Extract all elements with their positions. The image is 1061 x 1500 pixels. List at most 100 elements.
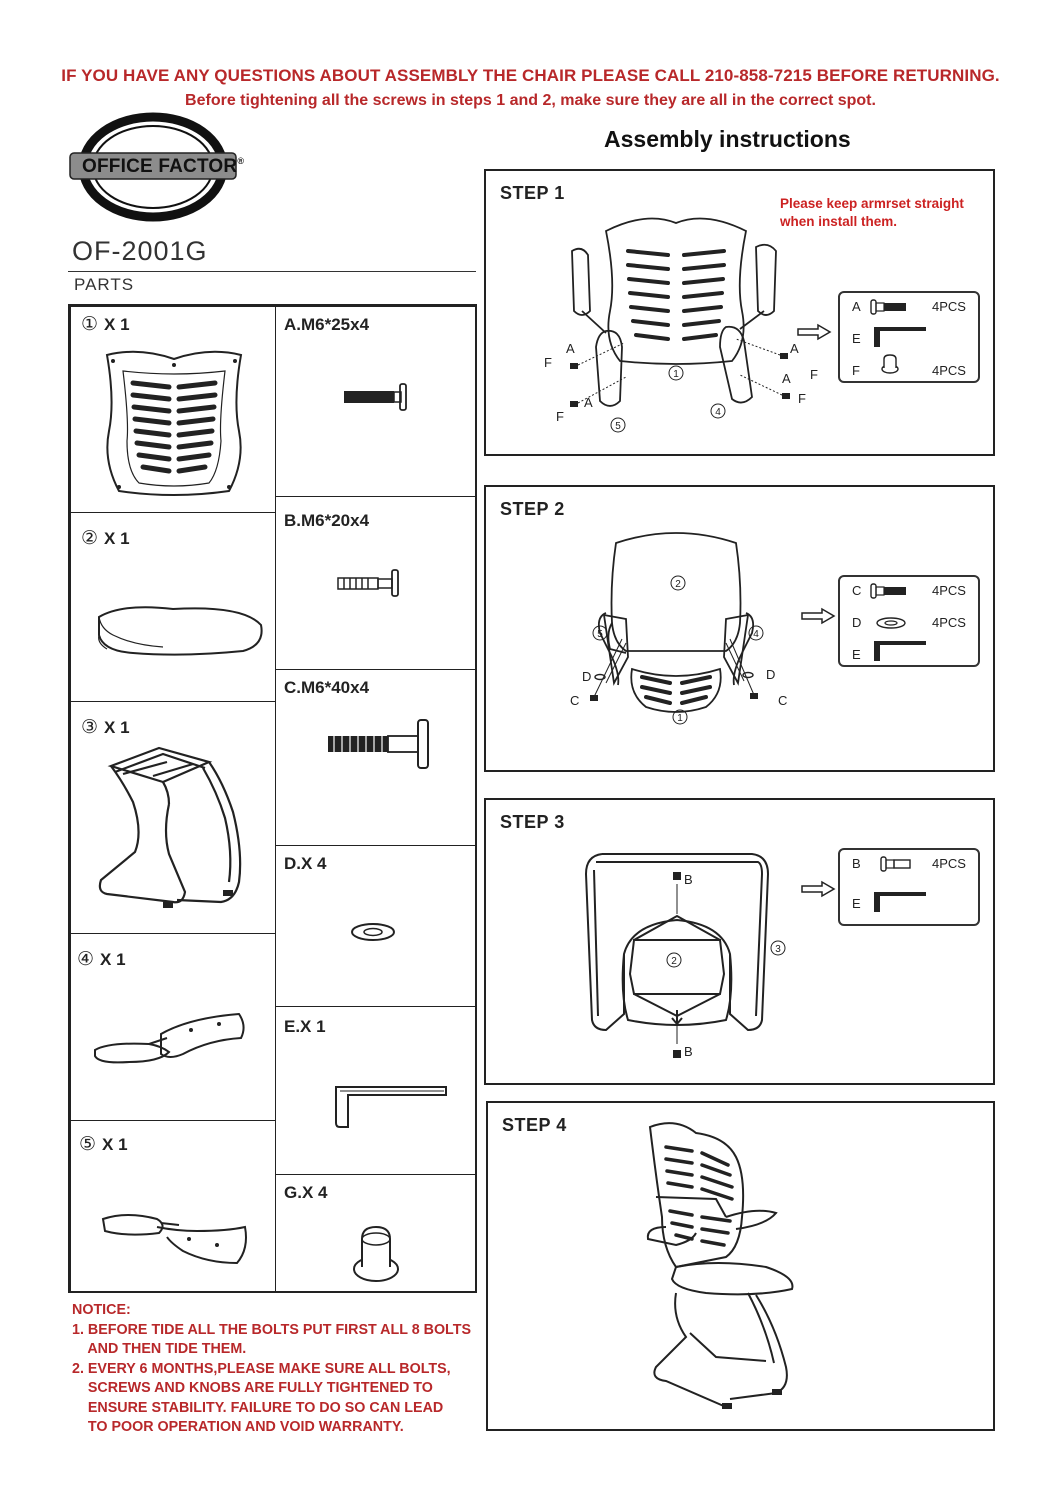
part-d-label: D.X 4 [284, 854, 327, 873]
step-4-panel: STEP 4 [486, 1101, 995, 1431]
part-armrest-left-cell: ⑤ X 1 [70, 1120, 276, 1293]
step-title: STEP 4 [502, 1115, 567, 1135]
part-qty: X 1 [104, 529, 130, 548]
part-b-label: B.M6*20x4 [284, 511, 370, 530]
callout-5: 5 [597, 629, 603, 640]
label-a: A [566, 341, 575, 356]
step-3-panel: STEP 3 B B 2 3 B 4PCS E [484, 798, 995, 1085]
part-c-label: C.M6*40x4 [284, 678, 370, 697]
logo-ring-icon [69, 112, 237, 222]
office-factor-logo: OFFICE FACTOR® [68, 112, 244, 222]
note-line: when install them. [780, 214, 898, 229]
step-2-hardware-legend: C 4PCS D 4PCS E [838, 575, 980, 667]
left-armrest-illustration [101, 1214, 247, 1265]
callout-2: 2 [671, 956, 677, 967]
hex-key-icon [874, 327, 926, 347]
label-a: A [782, 371, 791, 386]
part-d-cell: D.X 4 [275, 845, 477, 1007]
label-f: F [556, 409, 564, 424]
arrow-right-icon [801, 880, 836, 898]
part-qty: X 1 [104, 718, 130, 737]
part-e-cell: E.X 1 [275, 1006, 477, 1175]
part-b-cell: B.M6*20x4 [275, 496, 477, 670]
part-qty: X 1 [104, 315, 130, 334]
part-number: ② [81, 528, 99, 549]
label-c: C [778, 693, 787, 708]
legend-letter: B [852, 856, 861, 871]
callout-2: 2 [675, 579, 681, 590]
part-a-label: A.M6*25x4 [284, 315, 370, 334]
seat-illustration [98, 606, 263, 656]
part-number: ④ [77, 949, 95, 970]
legend-qty: 4PCS [932, 856, 966, 871]
callout-4: 4 [715, 407, 721, 418]
part-number: ③ [81, 717, 99, 738]
model-divider [68, 271, 476, 272]
callout-3: 3 [775, 944, 781, 955]
part-qty: X 1 [100, 950, 126, 969]
notice-line: AND THEN TIDE THEM. [72, 1341, 247, 1357]
bolt-m6x25-icon [344, 383, 407, 411]
part-qty: X 1 [102, 1135, 128, 1154]
step-3-hardware-legend: B 4PCS E [838, 848, 980, 926]
callout-4: 4 [753, 629, 759, 640]
legend-qty: 4PCS [932, 299, 966, 314]
label-b: B [684, 872, 693, 887]
tightening-warning: Before tightening all the screws in step… [185, 92, 876, 109]
bolt-icon [880, 856, 911, 872]
callout-5: 5 [615, 421, 621, 432]
label-c: C [570, 693, 579, 708]
part-g-label: G.X 4 [284, 1183, 328, 1202]
label-d: D [582, 669, 591, 684]
step-title: STEP 3 [500, 812, 565, 832]
backrest-illustration [105, 350, 243, 496]
assembly-title: Assembly instructions [604, 126, 851, 152]
step-1-diagram: A F A F A F A F 1 4 5 [544, 217, 818, 433]
part-seat-cell: ② X 1 [70, 512, 276, 702]
parts-table: ① X 1 ② X 1 ③ X 1 [68, 304, 477, 1293]
label-d: D [766, 667, 775, 682]
step-1-note: Please keep armrset straight when instal… [780, 195, 964, 231]
legend-qty: 4PCS [932, 615, 966, 630]
hex-key-icon [335, 1086, 447, 1128]
arrow-right-icon [801, 607, 836, 625]
notice-heading: NOTICE: [72, 1302, 131, 1318]
part-base-cell: ③ X 1 [70, 701, 276, 934]
assembled-chair-illustration [646, 1122, 794, 1409]
step-title: STEP 1 [500, 183, 565, 203]
step-1-panel: STEP 1 Please keep armrset straight when… [484, 169, 995, 456]
bolt-icon [870, 299, 906, 315]
washer-icon [351, 923, 395, 941]
part-number: ① [81, 314, 99, 335]
bolt-m6x20-icon [337, 569, 399, 597]
parts-heading: PARTS [74, 275, 135, 294]
notice-line: 2. EVERY 6 MONTHS,PLEASE MAKE SURE ALL B… [72, 1360, 451, 1377]
label-f: F [798, 391, 806, 406]
legend-letter: E [852, 647, 861, 662]
legend-letter: D [852, 615, 862, 630]
label-b: B [684, 1044, 693, 1059]
bolt-icon [870, 583, 906, 599]
part-number: ⑤ [79, 1134, 97, 1155]
label-a: A [790, 341, 799, 356]
notice-line: 1. BEFORE TIDE ALL THE BOLTS PUT FIRST A… [72, 1321, 471, 1338]
legend-letter: A [852, 299, 861, 314]
bolt-m6x40-icon [328, 719, 429, 769]
legend-qty: 4PCS [932, 583, 966, 598]
arrow-right-icon [797, 323, 832, 341]
step-title: STEP 2 [500, 499, 565, 519]
notice-line: ENSURE STABILITY. FAILURE TO DO SO CAN L… [72, 1399, 444, 1416]
part-c-cell: C.M6*40x4 [275, 669, 477, 846]
part-g-cell: G.X 4 [275, 1174, 477, 1293]
part-armrest-right-cell: ④ X 1 [70, 933, 276, 1121]
legend-qty: 4PCS [932, 363, 966, 378]
notice-line: SCREWS AND KNOBS ARE FULLY TIGHTENED TO [72, 1380, 433, 1396]
callout-1: 1 [677, 713, 683, 724]
hex-key-icon [874, 892, 926, 912]
model-number: OF-2001G [72, 236, 208, 266]
notice-line: TO POOR OPERATION AND VOID WARRANTY. [72, 1419, 404, 1435]
glide-cap-icon [353, 1225, 399, 1282]
legend-letter: F [852, 363, 860, 378]
part-e-label: E.X 1 [284, 1017, 326, 1036]
notice-block: NOTICE: 1. BEFORE TIDE ALL THE BOLTS PUT… [72, 1301, 471, 1438]
